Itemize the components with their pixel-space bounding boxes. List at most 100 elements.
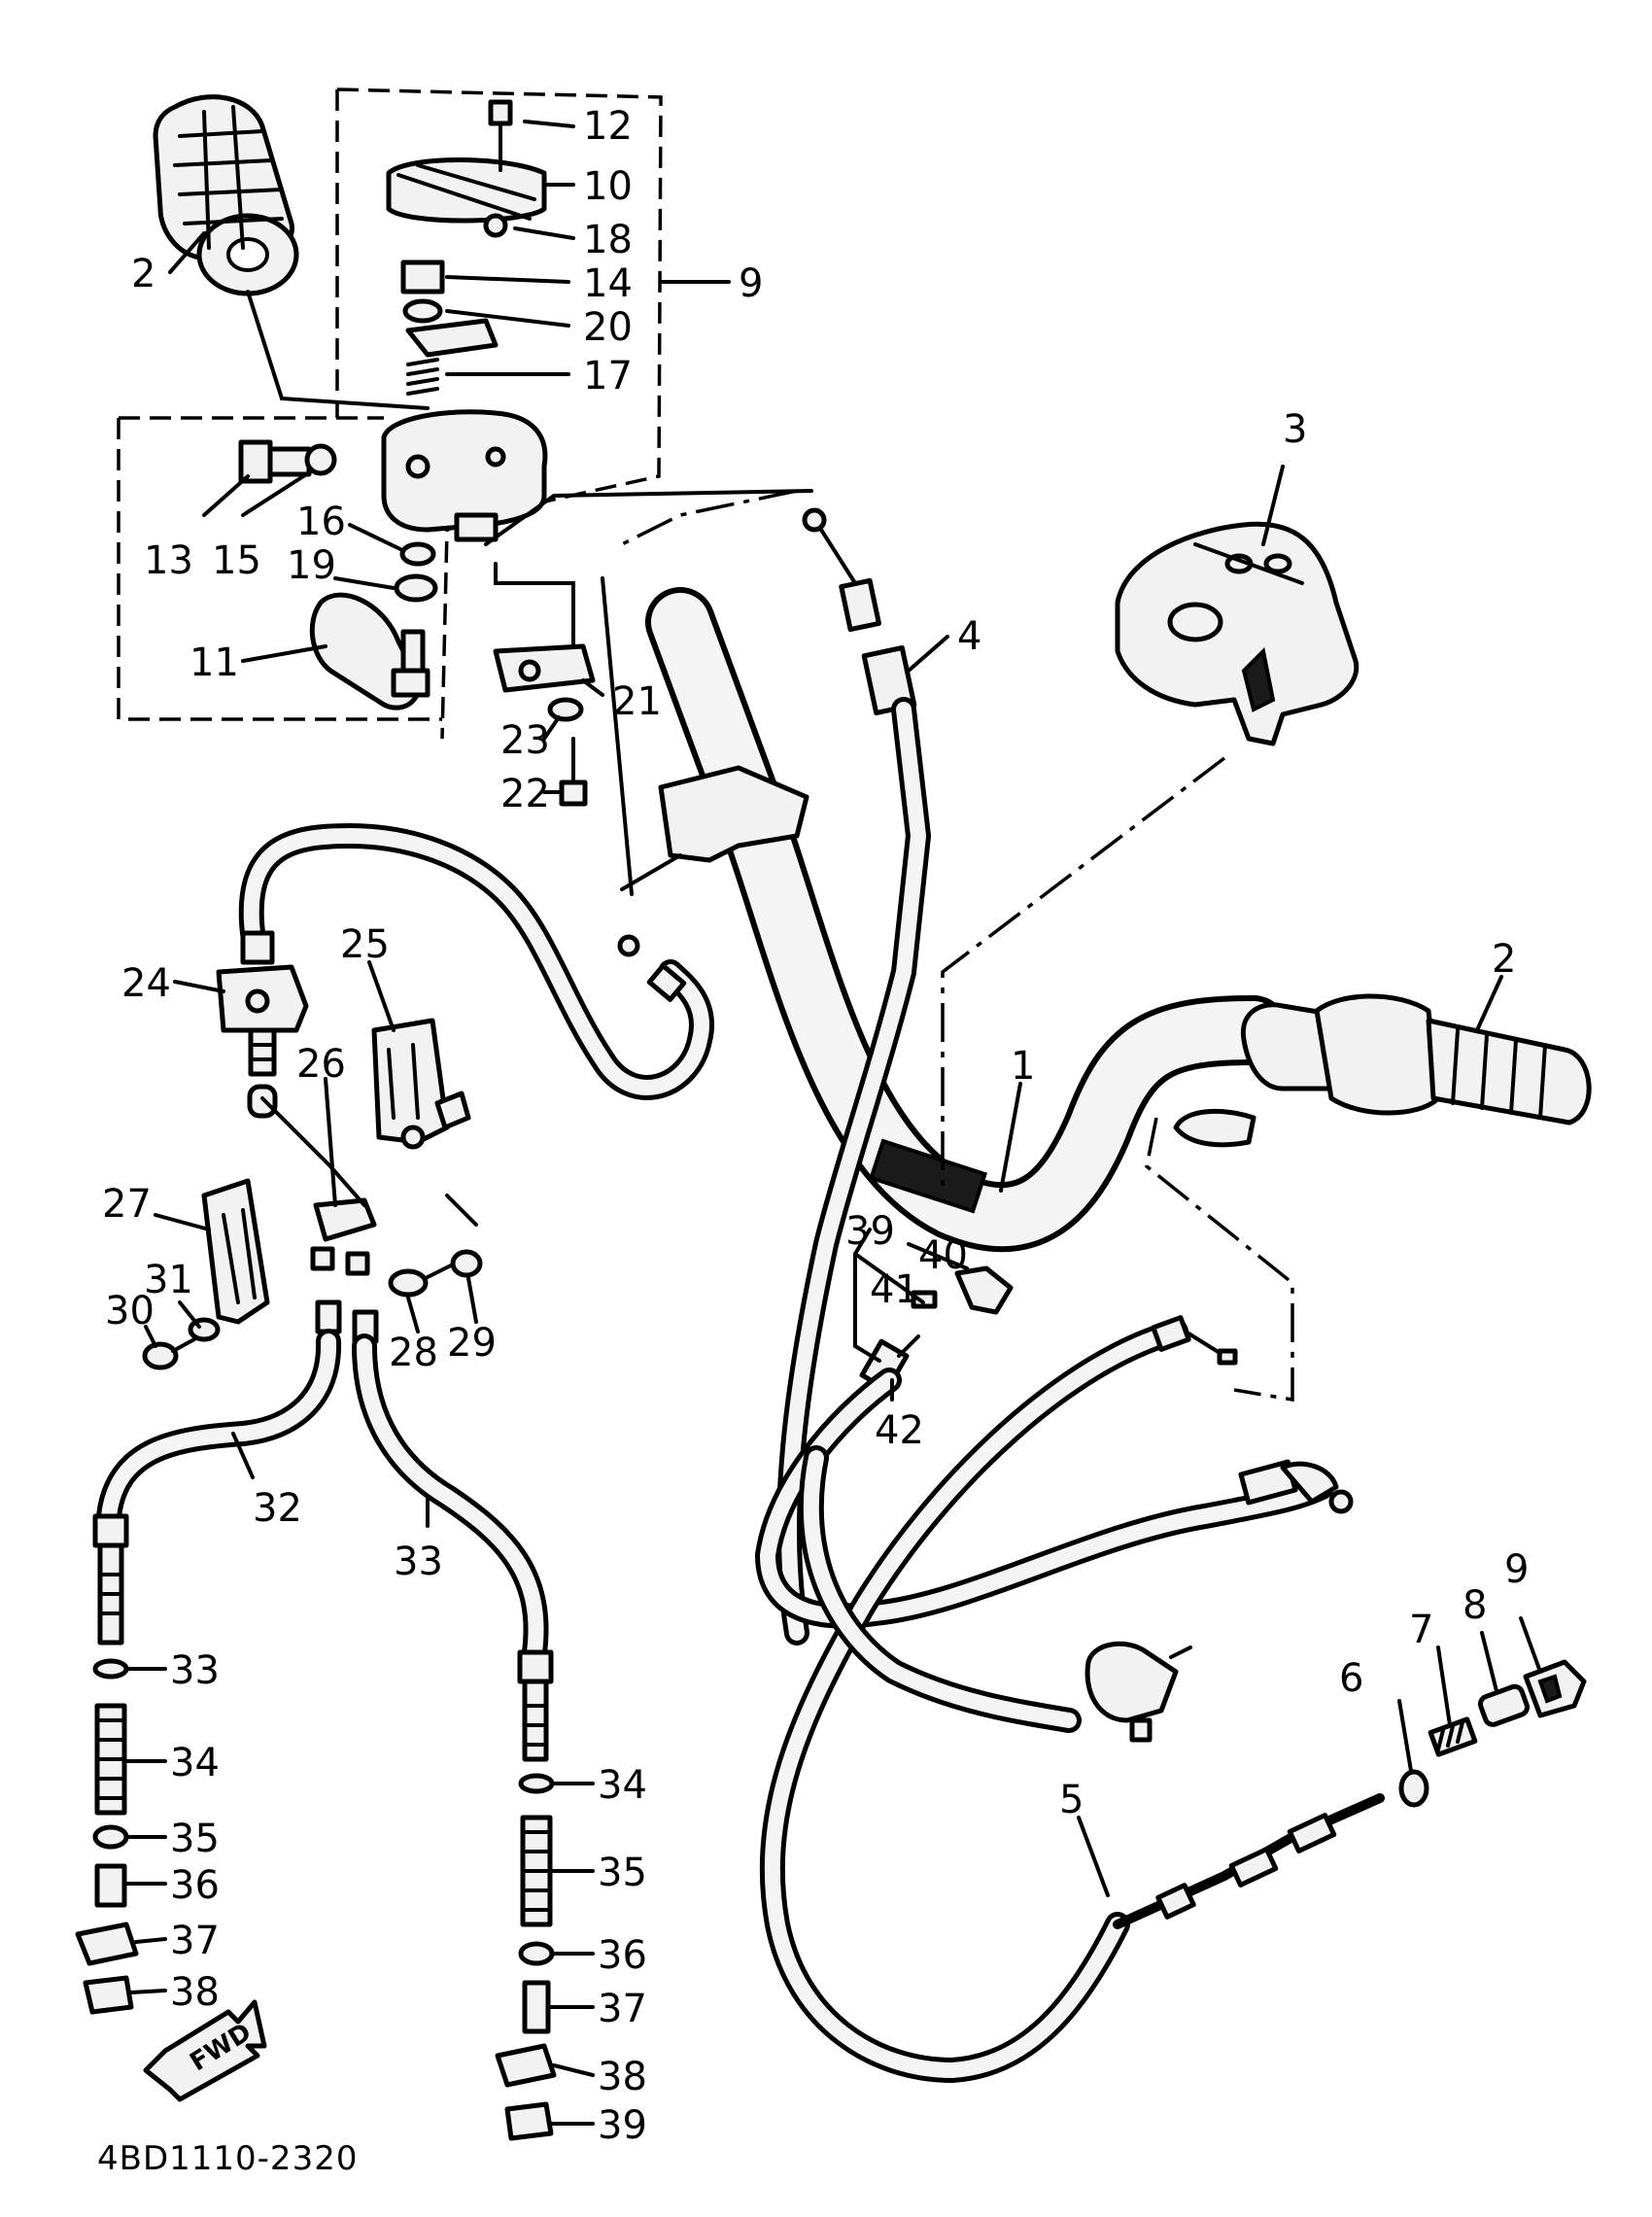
callout-30: 29 [447, 1321, 497, 1366]
callout-19: 18 [583, 218, 633, 262]
leader-2b [1475, 975, 1503, 1032]
clamp-22 [493, 643, 596, 693]
handlebar [645, 587, 1289, 1252]
leader-13 [523, 120, 575, 128]
callout-39-left: 38 [170, 1970, 220, 2015]
leader-4-path [484, 489, 813, 546]
callout-34-right: 34 [598, 1763, 647, 1808]
leader-30 [466, 1276, 478, 1324]
cable-adjuster-5 [1113, 1793, 1385, 1929]
leader-42 [853, 1252, 925, 1304]
callout-18: 17 [583, 354, 633, 398]
callout-12: 11 [189, 641, 239, 685]
callout-6: 6 [1339, 1656, 1363, 1701]
brake-hose-right [352, 1309, 554, 1762]
callout-37-right: 37 [598, 1987, 647, 2031]
leader-8 [1480, 1631, 1498, 1693]
leader-5 [1077, 1816, 1110, 1897]
adjuster-stack-left [75, 1658, 139, 2015]
callout-13: 12 [583, 104, 633, 149]
screw-31 [142, 1337, 196, 1370]
callout-41: 40 [918, 1233, 968, 1278]
cable-elbow [1084, 1641, 1192, 1743]
screw-14 [238, 439, 312, 484]
chain-line-3 [941, 756, 1226, 1195]
pin-42 [911, 1290, 938, 1309]
callout-21: 20 [583, 305, 633, 350]
leader-41 [907, 1242, 969, 1270]
washer-6 [1398, 1769, 1429, 1808]
callout-29: 28 [389, 1331, 438, 1375]
callout-9: 9 [1504, 1547, 1529, 1592]
washer-30 [450, 1249, 483, 1278]
callout-8: 8 [1463, 1583, 1487, 1628]
callout-33-right: 33 [394, 1540, 443, 1584]
callout-38-left: 37 [170, 1919, 220, 1963]
leader-6 [1397, 1699, 1413, 1773]
chain-line-4 [621, 489, 798, 546]
throttle-lever [309, 592, 430, 710]
leader-12 [241, 644, 327, 663]
throttle-housing [381, 409, 548, 533]
leader-28 [154, 1213, 211, 1231]
callout-25: 24 [121, 961, 171, 1006]
cable-end-5 [1151, 1315, 1238, 1366]
callout-14: 13 [144, 538, 193, 583]
bracket-41 [954, 1265, 1014, 1315]
leader-20 [333, 576, 396, 590]
callout-38-right: 38 [598, 2055, 647, 2099]
leader-21 [445, 309, 570, 328]
grip-right [1173, 993, 1592, 1148]
callout-40: 39 [845, 1209, 895, 1254]
callout-36-left: 35 [170, 1817, 220, 1861]
leader-40 [853, 1228, 881, 1363]
leader-38a [134, 1937, 167, 1944]
master-cylinder-25 [216, 930, 309, 1119]
callout-11: 10 [583, 164, 633, 209]
washer-21 [402, 298, 443, 324]
leader-19 [513, 226, 575, 240]
brake-hose-left [92, 1299, 342, 1645]
callout-17: 16 [296, 500, 346, 544]
leader-17 [348, 523, 402, 551]
brake-junction-26 [371, 1018, 471, 1150]
washer-20 [394, 573, 438, 603]
callout-33-left: 32 [253, 1486, 302, 1531]
leader-27 [324, 1077, 337, 1207]
leader-39a [129, 1989, 167, 1994]
callout-39-right: 39 [598, 2103, 647, 2148]
leader-24 [542, 715, 561, 741]
spring-19 [483, 213, 508, 238]
leader-9 [1519, 1616, 1542, 1674]
callout-10: 9 [739, 261, 763, 306]
washer-17 [399, 541, 436, 567]
adjuster-stack-right [495, 1773, 557, 2141]
spring-18 [406, 358, 439, 396]
callout-26: 25 [340, 922, 390, 967]
leader-3 [1261, 465, 1285, 546]
leader-22 [494, 562, 575, 648]
brake-bracket-27 [310, 1197, 377, 1276]
chain-line-grip [1145, 1117, 1294, 1403]
callout-23: 22 [500, 772, 550, 816]
cover-plate-28 [201, 1178, 270, 1325]
spring-7 [1428, 1716, 1478, 1757]
callout-5: 5 [1059, 1778, 1084, 1822]
forward-arrow: FWD [143, 1999, 267, 2102]
callout-24: 23 [500, 718, 550, 763]
callout-20: 19 [287, 543, 336, 588]
leader-26 [445, 1194, 478, 1227]
leader-32 [178, 1300, 201, 1329]
bolt-29 [388, 1262, 457, 1298]
callout-35-right: 35 [598, 1851, 647, 1895]
leader-16 [241, 469, 313, 517]
leader-25 [260, 1096, 366, 1207]
leader-29 [406, 1296, 420, 1334]
diagram-code: 4BD1110-2320 [97, 2139, 358, 2178]
bolt-23 [559, 737, 588, 807]
collar-8 [1477, 1683, 1530, 1727]
leader-holder [601, 576, 634, 896]
callout-2: 2 [131, 252, 155, 296]
callout-42: 41 [870, 1267, 919, 1312]
leader-7 [1436, 1645, 1452, 1727]
